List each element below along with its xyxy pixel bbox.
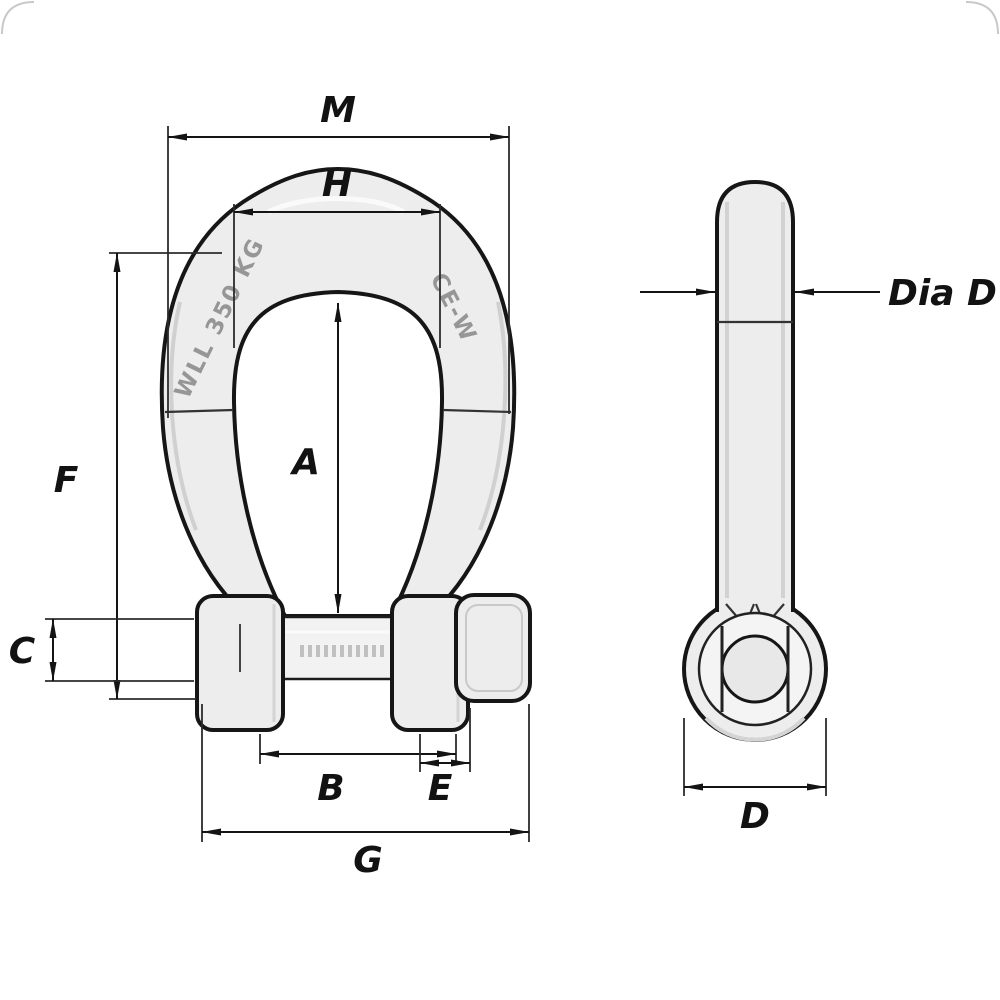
dim-e: E: [419, 708, 471, 809]
bow-shade-right: [478, 301, 508, 531]
shaft-fill: [717, 182, 793, 612]
dim-h: H: [233, 164, 441, 348]
bow-highlight-top: [266, 196, 406, 215]
dim-f: F: [54, 252, 222, 700]
dim-b: B: [259, 734, 457, 809]
bow-outline: [159, 167, 517, 618]
dim-d: D: [683, 718, 827, 837]
arm-section-line-right: [442, 408, 512, 414]
dimensions: M H A F C B: [9, 90, 997, 881]
dim-label-e: E: [428, 768, 453, 809]
dim-a: A: [289, 302, 342, 614]
pin-cross-section: [720, 634, 790, 704]
dim-label-a: A: [289, 442, 320, 483]
corner-mark-left: [1, 1, 35, 35]
eye-shade: [704, 716, 806, 742]
dim-g: G: [201, 704, 530, 881]
dim-label-h: H: [322, 164, 352, 205]
dim-label-dia-d: Dia D: [888, 273, 997, 314]
pin-head-chamfer: [465, 604, 523, 692]
dim-dia-d: Dia D: [640, 273, 997, 314]
dim-label-m: M: [320, 90, 356, 131]
dim-label-c: C: [9, 631, 36, 672]
dim-c: C: [9, 618, 194, 682]
front-view-shackle: WLL 350 KG CE-W: [159, 167, 532, 732]
pin-head: [454, 593, 532, 703]
dim-label-f: F: [54, 460, 79, 501]
side-view-pin: [682, 179, 828, 742]
shaft-outline: [715, 179, 795, 612]
corner-mark-right: [965, 1, 999, 35]
dim-label-g: G: [353, 840, 383, 881]
dim-label-d: D: [740, 796, 770, 837]
bow-shade-left: [169, 301, 198, 531]
dim-label-b: B: [317, 768, 344, 809]
arm-section-line-left: [164, 408, 234, 414]
dim-m: M: [167, 90, 510, 418]
